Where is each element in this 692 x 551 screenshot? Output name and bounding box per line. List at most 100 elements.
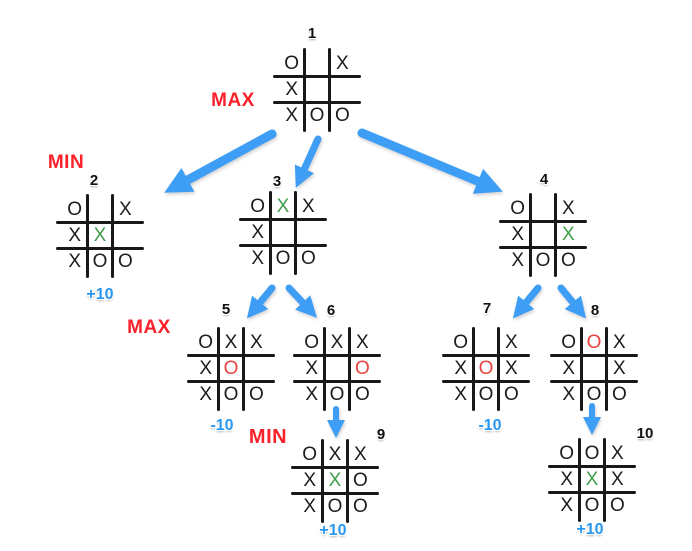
board-5: O X X X O X O O (187, 327, 275, 411)
cell (530, 222, 555, 248)
cell: O (478, 357, 494, 379)
cell: X (303, 495, 316, 517)
grid-line (273, 75, 361, 78)
cell: X (199, 383, 212, 405)
score-node-10: +10 (576, 521, 604, 538)
board-8: O O X X X X O O (550, 327, 638, 411)
grid-line (187, 354, 275, 357)
cell: X (68, 250, 81, 272)
grid-line (554, 193, 557, 277)
cell: O (584, 443, 600, 465)
cell: O (302, 444, 318, 466)
arrow-1-2 (164, 129, 277, 193)
cell: O (67, 199, 83, 221)
cell: O (334, 104, 350, 126)
cell: X (454, 357, 467, 379)
grid-line (442, 354, 530, 357)
label-min-level-4: MIN (248, 426, 288, 448)
cell: O (284, 53, 300, 75)
cell: O (510, 198, 526, 220)
arrow-4-8 (557, 284, 587, 319)
cell: X (585, 468, 599, 490)
grid-line (293, 354, 381, 357)
cell: X (353, 444, 367, 466)
cell (304, 77, 329, 103)
cell: X (303, 469, 316, 491)
arrow-3-6 (285, 284, 317, 318)
arrow-1-4 (357, 128, 503, 194)
board-2: O X X X X O O (56, 194, 144, 278)
grid-line (548, 491, 636, 494)
grid-line (242, 327, 245, 411)
cell: O (478, 383, 494, 405)
board-3: O X X X X O O (239, 191, 327, 275)
board-4: O X X X X O O (499, 193, 587, 277)
node-number-5: 5 (221, 301, 231, 318)
cell (473, 330, 498, 356)
cell (304, 51, 329, 77)
cell: X (511, 223, 524, 245)
cell: X (330, 332, 344, 354)
board-10: O O X X X X X O O (548, 438, 636, 522)
arrow-4-7 (512, 284, 542, 319)
cell: O (354, 383, 370, 405)
grid-line (529, 193, 532, 277)
cell: X (251, 221, 264, 243)
cell (87, 197, 112, 223)
cell: X (612, 357, 626, 379)
cell: O (560, 249, 576, 271)
cell (324, 356, 349, 382)
cell: X (560, 468, 573, 490)
grid-line (348, 327, 351, 411)
node-number-9: 9 (376, 426, 386, 443)
cell: O (198, 332, 214, 354)
grid-line (580, 327, 583, 411)
cell: X (610, 468, 624, 490)
cell (530, 196, 555, 222)
cell: X (562, 383, 575, 405)
cell: O (248, 383, 264, 405)
grid-line (217, 327, 220, 411)
cell: X (224, 332, 238, 354)
cell: X (511, 249, 524, 271)
grid-line (499, 246, 587, 249)
cell: X (249, 332, 263, 354)
cell: X (560, 494, 573, 516)
grid-line (303, 48, 306, 132)
grid-line (578, 438, 581, 522)
grid-line (291, 492, 379, 495)
node-number-1: 1 (307, 25, 317, 42)
grid-line (294, 191, 297, 275)
cell: X (305, 383, 318, 405)
cell (113, 223, 138, 249)
board-7: O X X O X X O O (442, 327, 530, 411)
cell: O (586, 332, 602, 354)
grid-line (499, 220, 587, 223)
grid-line (86, 194, 89, 278)
grid-line (293, 380, 381, 383)
grid-line (111, 194, 114, 278)
cell (270, 220, 295, 246)
cell (330, 77, 355, 103)
label-min-level-2: MIN (47, 152, 85, 173)
node-number-2: 2 (89, 172, 99, 189)
cell: X (68, 224, 81, 246)
cell: X (454, 383, 467, 405)
cell (244, 356, 269, 382)
grid-line (548, 465, 636, 468)
cell: X (562, 357, 575, 379)
cell: X (328, 469, 342, 491)
cell: X (610, 443, 624, 465)
cell: O (275, 247, 291, 269)
cell: X (93, 224, 107, 246)
cell: O (503, 383, 519, 405)
cell: O (352, 469, 368, 491)
node-number-4: 4 (539, 171, 549, 188)
node-number-10: 10 (636, 425, 654, 442)
cell: X (328, 444, 342, 466)
grid-line (269, 191, 272, 275)
grid-line (550, 380, 638, 383)
grid-line (605, 327, 608, 411)
